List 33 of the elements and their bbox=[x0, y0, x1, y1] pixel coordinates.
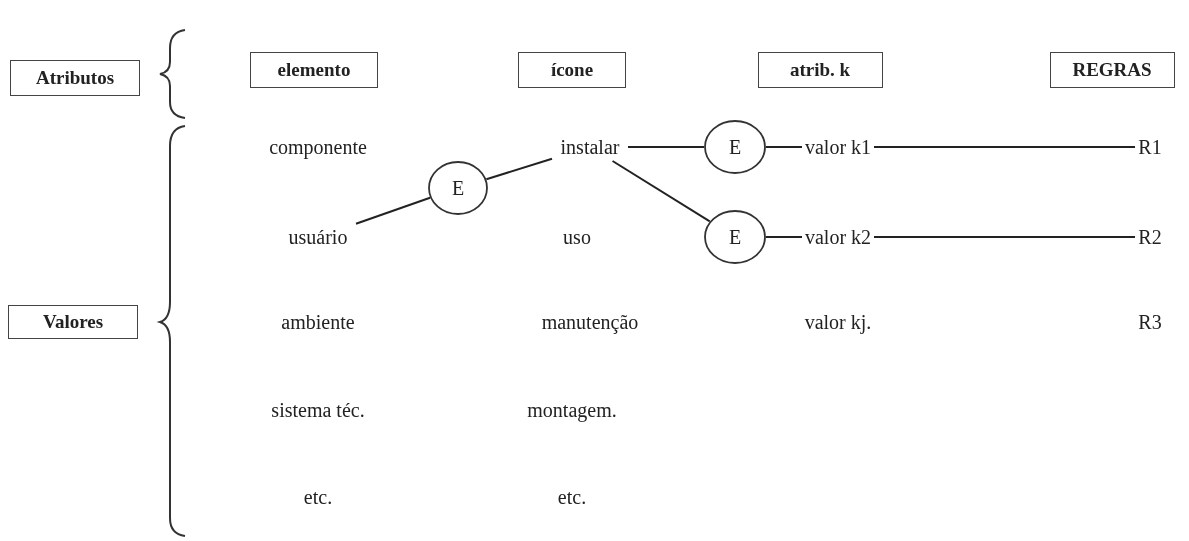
value-text: valor k1 bbox=[802, 133, 874, 161]
e-circle: E bbox=[704, 120, 766, 174]
connector-line bbox=[485, 157, 553, 181]
column-header-box: ícone bbox=[518, 52, 626, 88]
column-header-box: atrib. k bbox=[757, 52, 883, 88]
connector-line bbox=[765, 236, 803, 238]
rule-text: R1 bbox=[1135, 133, 1165, 161]
attribute-box: Atributos bbox=[10, 60, 140, 96]
value-text: R3 bbox=[1138, 310, 1162, 334]
value-text: sistema téc. bbox=[271, 398, 365, 422]
connector-line bbox=[355, 196, 432, 225]
value-text: componente bbox=[269, 135, 367, 159]
value-text: usuário bbox=[280, 223, 356, 251]
connector-line bbox=[611, 160, 711, 223]
connector-line bbox=[627, 146, 705, 148]
connector-line bbox=[873, 236, 1136, 238]
column-header-box: elemento bbox=[250, 52, 378, 88]
e-circle: E bbox=[428, 161, 488, 215]
e-circle: E bbox=[704, 210, 766, 264]
value-text: etc. bbox=[303, 485, 333, 509]
value-text: instalar bbox=[552, 133, 628, 161]
value-text: uso bbox=[563, 225, 591, 249]
value-box: Valores bbox=[8, 305, 138, 339]
connector-line bbox=[765, 146, 803, 148]
value-text: montagem. bbox=[527, 398, 617, 422]
value-text: etc. bbox=[557, 485, 587, 509]
rule-text: R2 bbox=[1135, 223, 1165, 251]
value-text: ambiente bbox=[281, 310, 355, 334]
value-text: valor kj. bbox=[804, 310, 872, 334]
value-text: manutenção bbox=[541, 310, 639, 334]
column-header-box: REGRAS bbox=[1049, 52, 1175, 88]
connector-line bbox=[873, 146, 1136, 148]
value-text: valor k2 bbox=[802, 223, 874, 251]
